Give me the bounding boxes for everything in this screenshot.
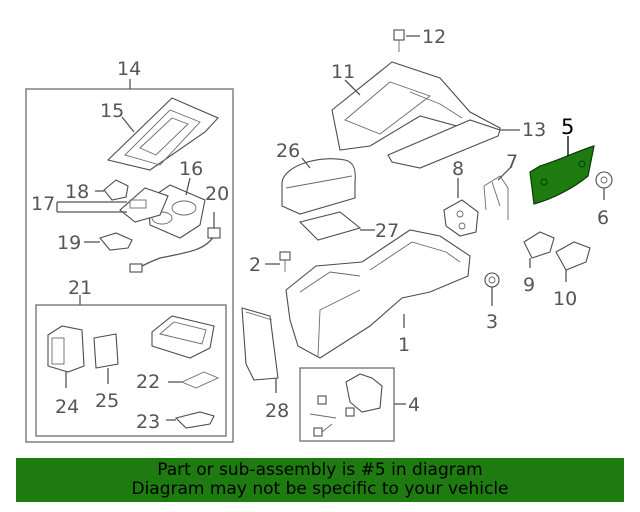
part-tray <box>151 315 215 359</box>
part-12-bolt <box>393 29 405 52</box>
label-2: 2 <box>249 254 261 276</box>
info-banner: Part or sub-assembly is #5 in diagram Di… <box>16 458 624 502</box>
label-5: 5 <box>561 115 574 139</box>
part-2-screw <box>279 251 291 272</box>
part-28-side-trim <box>241 307 279 381</box>
label-23: 23 <box>136 411 160 433</box>
label-12: 12 <box>422 26 446 48</box>
label-11: 11 <box>331 61 355 83</box>
part-18-switch <box>103 179 129 201</box>
label-13: 13 <box>522 119 546 141</box>
part-25-pad <box>93 333 119 369</box>
label-15: 15 <box>100 100 124 122</box>
label-10: 10 <box>553 288 577 310</box>
label-26: 26 <box>276 140 300 162</box>
label-22: 22 <box>136 371 160 393</box>
label-4: 4 <box>408 394 420 416</box>
part-7-bracket <box>483 175 509 220</box>
part-20-wiring-harness <box>129 212 221 273</box>
part-4-bracket-set <box>309 373 383 437</box>
group-box-21 <box>35 304 227 437</box>
label-8: 8 <box>452 158 464 180</box>
part-1-floor-console <box>285 229 471 359</box>
label-1: 1 <box>398 334 410 356</box>
label-28: 28 <box>265 400 289 422</box>
part-6-clip <box>595 171 613 189</box>
label-7: 7 <box>506 151 518 173</box>
label-20: 20 <box>205 183 229 205</box>
part-15-console-panel <box>106 97 219 171</box>
part-13-rail <box>387 119 501 169</box>
label-19: 19 <box>57 232 81 254</box>
part-26-armrest-lid <box>281 158 356 215</box>
label-16: 16 <box>179 158 203 180</box>
part-19-switch-plate <box>99 232 133 251</box>
label-17: 17 <box>31 193 55 215</box>
part-3-grommet <box>484 272 500 288</box>
part-17-switch-module <box>119 187 169 223</box>
part-9-switch <box>523 231 555 259</box>
banner-line-2: Diagram may not be specific to your vehi… <box>131 479 509 499</box>
part-8-bracket <box>443 199 479 237</box>
part-5-highlighted-panel <box>529 145 595 205</box>
part-24-module <box>47 325 85 373</box>
banner-line-1: Part or sub-assembly is #5 in diagram <box>157 460 483 480</box>
label-14: 14 <box>117 58 141 80</box>
part-27-pad <box>298 211 362 241</box>
part-22-pad <box>180 371 220 389</box>
label-3: 3 <box>486 311 498 333</box>
part-23-pad <box>174 411 215 429</box>
label-18: 18 <box>65 181 89 203</box>
label-6: 6 <box>597 207 609 229</box>
label-24: 24 <box>55 396 79 418</box>
label-9: 9 <box>523 274 535 296</box>
part-10-switch <box>555 241 591 271</box>
label-27: 27 <box>375 220 399 242</box>
label-25: 25 <box>95 390 119 412</box>
label-21: 21 <box>68 277 92 299</box>
